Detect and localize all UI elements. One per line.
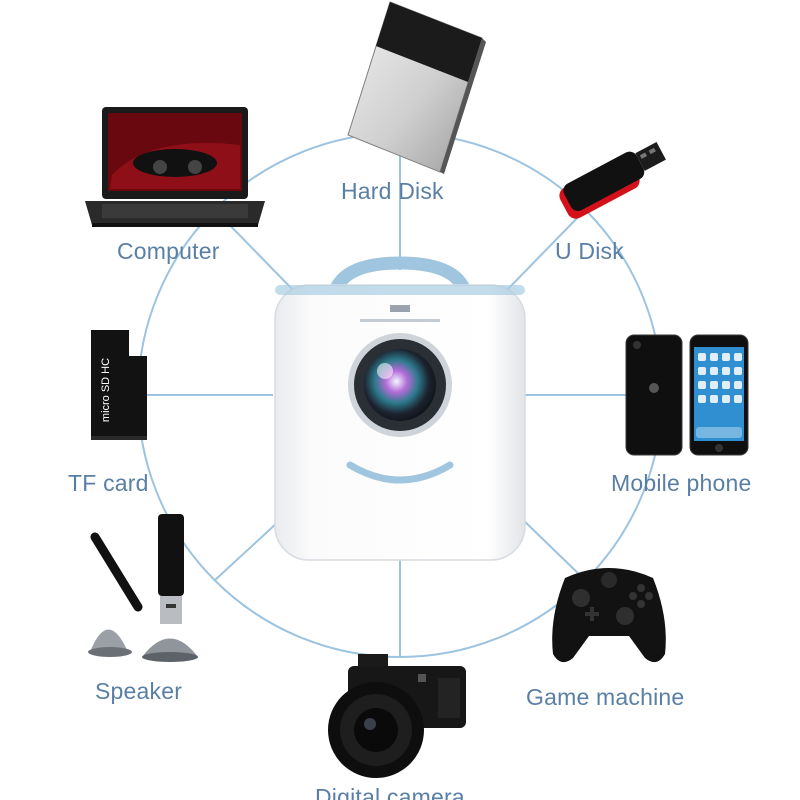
micro-sd-card-icon: micro SD HC: [91, 330, 147, 440]
label-u-disk: U Disk: [555, 238, 624, 264]
smartphone-icon: [625, 334, 749, 456]
laptop-icon: [85, 107, 265, 227]
spoke-u-disk: [504, 209, 586, 293]
label-mobile-phone: Mobile phone: [611, 470, 752, 496]
label-game-machine: Game machine: [526, 684, 685, 710]
spoke-game-machine: [517, 514, 586, 581]
projector-icon: [274, 256, 526, 561]
hard-disk-icon: [347, 1, 486, 174]
spoke-speaker: [214, 521, 279, 581]
label-digital-camera: Digital camera: [315, 784, 465, 800]
gamepad-icon: [552, 568, 666, 663]
label-speaker: Speaker: [95, 678, 183, 704]
label-computer: Computer: [117, 238, 220, 264]
label-tf-card: TF card: [68, 470, 149, 496]
camera-icon: [328, 654, 466, 778]
sd-card-text: micro SD HC: [100, 358, 112, 422]
speaker-icon: [88, 514, 198, 662]
label-hard-disk: Hard Disk: [341, 178, 444, 204]
usb-drive-icon: [559, 141, 666, 219]
